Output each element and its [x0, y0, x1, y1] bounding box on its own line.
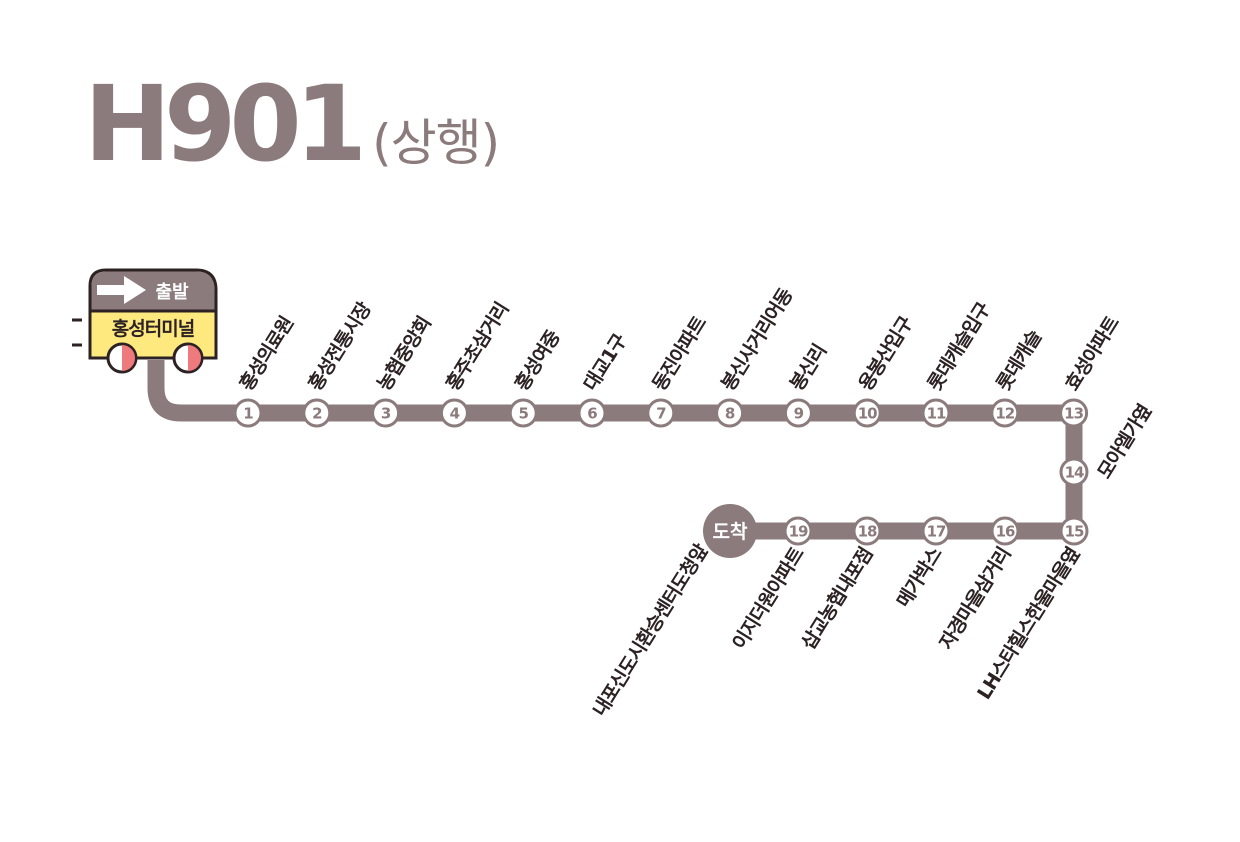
stop-name: 봉신사거리어동	[717, 285, 797, 395]
stop-marker	[852, 398, 882, 428]
stop-number: 16	[996, 523, 1015, 541]
stop-name: 농협중앙회	[373, 313, 435, 395]
stop-marker	[302, 398, 332, 428]
stop-name: 동진아파트	[648, 313, 711, 395]
stop-number: 7	[656, 405, 666, 423]
stop-name: 용봉산입구	[855, 313, 918, 395]
stop-number: 13	[1064, 405, 1083, 423]
stop-marker	[1059, 398, 1089, 428]
stop-name: 대교1구	[580, 330, 632, 394]
end-marker: 도착	[703, 504, 757, 558]
bus-icon: 출발 홍성터미널	[72, 268, 218, 374]
start-badge: 출발	[155, 282, 189, 303]
stop-number: 18	[858, 523, 877, 541]
route-number: H901	[84, 63, 367, 185]
route-line	[147, 360, 1083, 540]
stop-marker	[852, 516, 882, 546]
stop-name: 홍성여중	[510, 326, 565, 395]
stop-13: 13 효성아파트	[1059, 313, 1124, 428]
route-title: H901 (상행)	[84, 63, 500, 185]
stop-name: 봉신리	[786, 341, 831, 395]
stop-number: 10	[858, 405, 877, 423]
stop-number: 15	[1065, 523, 1084, 541]
stop-number: 5	[518, 405, 528, 423]
stop-name: 이지더원아파트	[728, 544, 808, 654]
stop-marker	[439, 398, 469, 428]
stop-marker	[508, 398, 538, 428]
stop-marker	[233, 398, 263, 428]
stop-marker	[783, 398, 813, 428]
stop-number: 19	[789, 523, 808, 541]
stop-name: 효성아파트	[1061, 313, 1124, 395]
stop-marker	[783, 516, 813, 546]
stop-marker	[921, 398, 951, 428]
final-stop-name: 내포신도시환승센터도청앞	[589, 540, 713, 721]
stop-number: 2	[312, 405, 322, 423]
stop-marker	[1059, 457, 1089, 487]
bus-roof	[91, 271, 215, 310]
stop-number: 6	[587, 405, 597, 423]
stop-marker	[577, 398, 607, 428]
stop-number: 9	[794, 405, 804, 423]
start-terminal-name: 홍성터미널	[112, 317, 195, 340]
stop-name: 자경마을삼거리	[935, 544, 1015, 654]
stop-name: 삽교농협내포점	[797, 544, 877, 654]
end-badge: 도착	[713, 521, 748, 543]
stop-number: 8	[725, 405, 735, 423]
stop-number: 3	[381, 405, 391, 423]
stop-name: 모아엘가옆	[1094, 401, 1156, 483]
route-direction: (상행)	[372, 114, 500, 172]
stop-number: 4	[450, 405, 460, 423]
stop-number: 12	[995, 405, 1014, 423]
stop-name: 메가박스	[893, 544, 947, 612]
stop-marker	[715, 398, 745, 428]
stop-number: 11	[927, 405, 946, 423]
stop-marker	[371, 398, 401, 428]
stop-marker	[921, 516, 951, 546]
stop-name: 롯데캐슬	[992, 327, 1046, 395]
stop-name: 홍성전통시장	[304, 297, 377, 394]
stop-name: 홍성의료원	[235, 313, 298, 395]
stop-name: 롯데캐슬입구	[924, 299, 995, 395]
stop-marker	[990, 398, 1020, 428]
stop-marker	[646, 398, 676, 428]
arrow-right-icon	[97, 276, 146, 304]
stop-marker	[990, 516, 1020, 546]
stop-name: 홍주초삼거리	[441, 299, 513, 395]
stop-number: 1	[243, 405, 253, 423]
stop-marker	[1059, 516, 1089, 546]
stop-number: 17	[927, 523, 946, 541]
stop-number: 14	[1065, 464, 1084, 482]
